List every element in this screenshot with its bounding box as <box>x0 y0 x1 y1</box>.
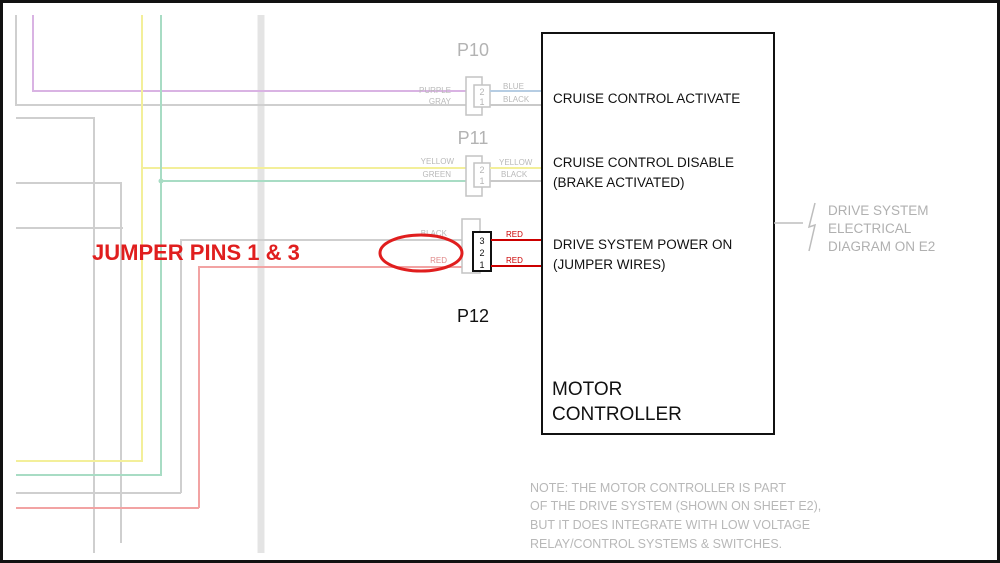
p12-function: (JUMPER WIRES) <box>553 257 666 272</box>
p11-pin: 2 <box>479 165 484 175</box>
wiring-diagram: P10 2 1 PURPLE GRAY BLUE BLACK P11 2 1 Y… <box>15 15 935 553</box>
gray-loop-wire <box>16 117 95 553</box>
wire-label: RED <box>506 230 523 239</box>
wire-label: YELLOW <box>421 157 455 166</box>
p10-pin: 2 <box>479 87 484 97</box>
p12-pin-block <box>472 231 492 272</box>
wire-label: BLUE <box>503 82 524 91</box>
background-wires <box>15 15 466 553</box>
connector-p10: P10 2 1 PURPLE GRAY BLUE BLACK <box>419 40 543 116</box>
p12-pin: 3 <box>479 236 484 246</box>
note-line: RELAY/CONTROL SYSTEMS & SWITCHES. <box>530 537 782 551</box>
wire-label: BLACK <box>421 229 448 238</box>
wire-label: RED <box>430 256 447 265</box>
gray-wire <box>15 15 466 106</box>
yellow-return-wire <box>16 168 143 462</box>
p12-red-wire <box>198 266 466 508</box>
break-symbol <box>807 202 817 252</box>
p10-function: CRUISE CONTROL ACTIVATE <box>553 91 740 106</box>
p11-function: (BRAKE ACTIVATED) <box>553 175 685 190</box>
purple-wire <box>32 15 466 92</box>
side-note-line: ELECTRICAL <box>828 221 912 236</box>
p11-function: CRUISE CONTROL DISABLE <box>553 155 734 170</box>
p12-black-wire <box>180 239 466 493</box>
motor-controller-box <box>541 32 775 435</box>
drive-system-link: DRIVE SYSTEM ELECTRICAL DIAGRAM ON E2 <box>774 202 935 254</box>
p10-pin-block <box>473 84 491 108</box>
controller-title: MOTOR <box>552 379 622 400</box>
p12-pin: 1 <box>479 260 484 270</box>
connector-p11: P11 2 1 YELLOW GREEN YELLOW BLACK <box>421 128 543 197</box>
green-return-wire <box>16 181 162 476</box>
wire-label: GREEN <box>423 170 452 179</box>
p12-function: DRIVE SYSTEM POWER ON <box>553 237 732 252</box>
p11-pin-block <box>473 162 491 188</box>
note-line: NOTE: THE MOTOR CONTROLLER IS PART <box>530 481 786 495</box>
controller-title: CONTROLLER <box>552 404 682 425</box>
p11-label: P11 <box>458 128 489 148</box>
wire-label: BLACK <box>503 95 530 104</box>
p10-label: P10 <box>457 40 489 60</box>
wire-label: PURPLE <box>419 86 451 95</box>
side-note-line: DIAGRAM ON E2 <box>828 239 935 254</box>
jumper-callout: JUMPER PINS 1 & 3 <box>92 240 300 265</box>
connector-p12: 3 2 1 BLACK RED RED RED P12 <box>421 218 543 326</box>
note-line: BUT IT DOES INTEGRATE WITH LOW VOLTAGE <box>530 518 810 532</box>
wire-label: RED <box>506 256 523 265</box>
jumper-highlight-ellipse <box>378 233 464 273</box>
note-line: OF THE DRIVE SYSTEM (SHOWN ON SHEET E2), <box>530 499 821 513</box>
p12-label: P12 <box>457 306 489 326</box>
wire-label: GRAY <box>429 97 452 106</box>
p11-pin: 1 <box>479 176 484 186</box>
wire-label: BLACK <box>501 170 528 179</box>
gray-loop-wire <box>16 182 122 543</box>
p12-pin: 2 <box>479 248 484 258</box>
wire-label: YELLOW <box>499 158 533 167</box>
side-note-line: DRIVE SYSTEM <box>828 203 929 218</box>
p10-pin: 1 <box>479 97 484 107</box>
footnote: NOTE: THE MOTOR CONTROLLER IS PART OF TH… <box>530 481 821 551</box>
